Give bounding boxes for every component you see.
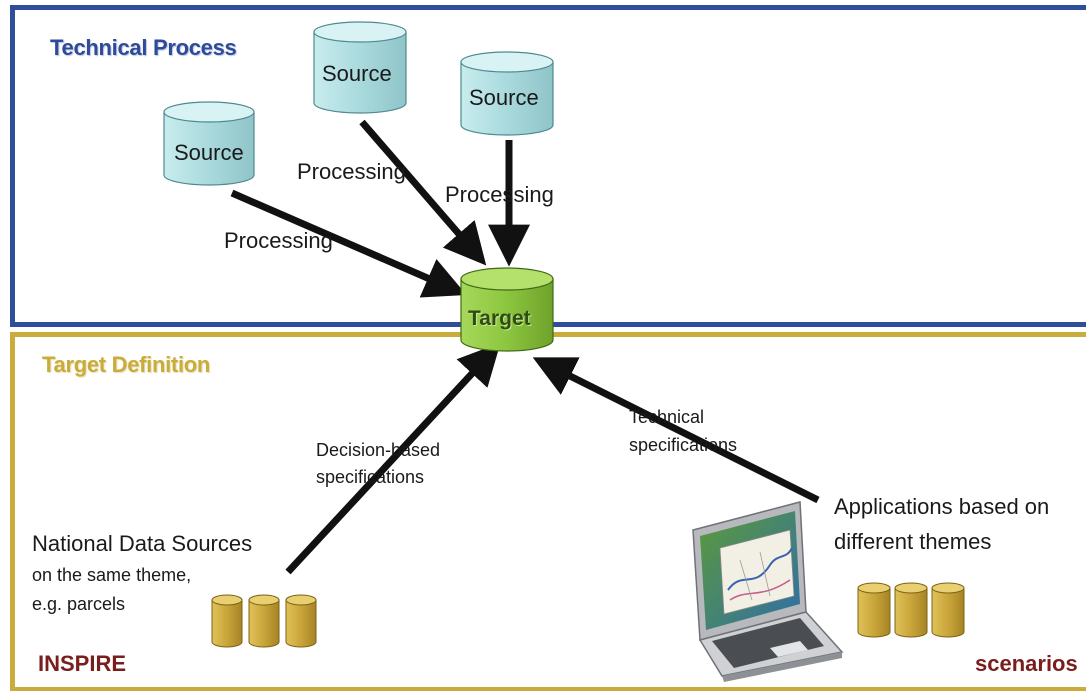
- decision-spec-line-2: specifications: [316, 467, 425, 487]
- application-db-1: [857, 582, 891, 638]
- national-sources-line-3: e.g. parcels: [32, 594, 126, 614]
- decision-spec-line-1: Decision-based: [316, 440, 441, 460]
- target-cylinder: [460, 267, 554, 352]
- technical-process-title: Technical Process: [50, 35, 237, 60]
- processing-label-2: Processing: [297, 159, 406, 184]
- inspire-label: INSPIRE: [38, 651, 127, 676]
- arrow-source1-to-target: [230, 189, 467, 298]
- source-cylinder-3: [460, 51, 554, 136]
- application-db-3: [931, 582, 965, 638]
- application-db-2: [894, 582, 928, 638]
- scenarios-label: scenarios: [975, 651, 1078, 676]
- processing-label-1: Processing: [224, 228, 333, 253]
- national-sources-line-2: on the same theme,: [32, 565, 192, 585]
- applications-line-1: Applications based on: [834, 494, 1050, 519]
- laptop-icon: [692, 501, 844, 682]
- source-cylinder-1: [163, 101, 255, 186]
- arrow-source2-to-target: [359, 119, 487, 266]
- source-cylinder-2: [313, 21, 407, 114]
- national-db-2: [248, 594, 280, 648]
- target-label: Target: [468, 307, 531, 330]
- applications-line-2: different themes: [834, 529, 992, 554]
- national-sources-line-1: National Data Sources: [32, 531, 253, 556]
- national-db-3: [285, 594, 317, 648]
- technical-spec-line-2: specifications: [629, 435, 738, 455]
- target-definition-title: Target Definition: [42, 352, 211, 377]
- national-db-1: [211, 594, 243, 648]
- processing-label-3: Processing: [445, 182, 554, 207]
- source-label-2: Source: [322, 61, 392, 86]
- arrow-national-to-target: [285, 342, 501, 575]
- technical-spec-line-1: Technical: [629, 407, 705, 427]
- source-label-1: Source: [174, 140, 244, 165]
- source-label-3: Source: [469, 85, 539, 110]
- arrows: [230, 119, 820, 575]
- arrow-applications-to-target: [532, 357, 820, 504]
